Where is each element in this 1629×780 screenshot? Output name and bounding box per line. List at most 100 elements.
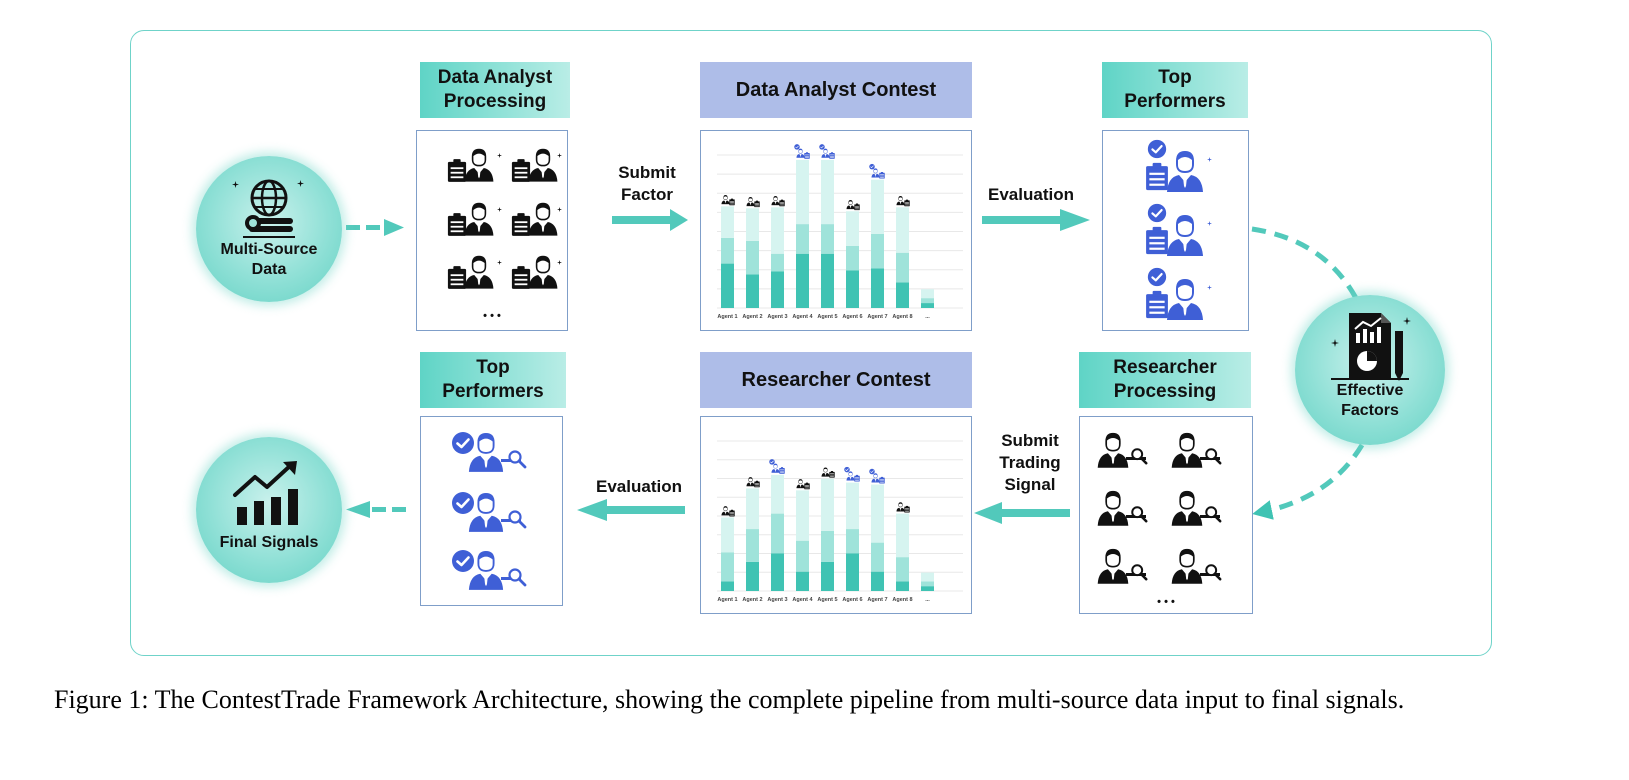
top-agent-marker-icon — [869, 163, 885, 179]
dashed-arrow-to-analyst-processing — [346, 219, 404, 236]
top-performers-panel-2 — [420, 416, 563, 606]
chart-bar-segment — [821, 224, 834, 254]
top-performers-header-2: Top Performers — [420, 352, 566, 408]
final-signals-label: Final Signals — [219, 534, 319, 551]
ellipsis-researchers: • • • — [1157, 596, 1175, 608]
chart-tick-label: Agent 8 — [892, 597, 912, 603]
checked-clipboard-person-icon — [1146, 203, 1212, 256]
chart-bar-segment — [896, 282, 909, 308]
submit-factor-arrow — [612, 209, 688, 231]
analyst-agents-grid: • • • — [447, 148, 562, 322]
researcher-processing-header: Researcher Processing — [1079, 352, 1251, 408]
chart-tick-label: Agent 4 — [792, 597, 813, 603]
person-magnifier-icon — [1097, 490, 1148, 526]
person-magnifier-icon — [1171, 432, 1222, 468]
top-analysts-list — [1146, 139, 1212, 320]
multi-source-data-label: Multi-Source Data — [220, 241, 318, 278]
diagram-frame — [130, 30, 1492, 656]
chart-bar-segment — [796, 159, 809, 225]
chart-bar-segment — [896, 207, 909, 253]
agent-marker-icon — [896, 502, 910, 513]
top-performers-panel-1 — [1102, 130, 1249, 331]
data-analyst-processing-panel: • • • — [416, 130, 568, 331]
agent-marker-icon — [846, 199, 860, 211]
chart-bar-segment — [771, 513, 784, 554]
data-analyst-processing-header: Data Analyst Processing — [420, 62, 570, 118]
chart-bar-segment — [821, 531, 834, 562]
chart-tick-label: Agent 7 — [867, 314, 887, 320]
top-agent-marker-icon — [844, 466, 860, 482]
chart-tick-label: Agent 7 — [867, 597, 887, 603]
chart-tick-label: Agent 6 — [842, 314, 862, 320]
multi-source-data-node: Multi-Source Data — [196, 156, 342, 302]
chart-bar-segment — [871, 542, 884, 572]
chart-bar-segment — [871, 179, 884, 234]
chart-bar-segment — [846, 211, 859, 246]
chart-tick-label: Agent 4 — [792, 314, 813, 320]
effective-factors-node: Effective Factors — [1295, 295, 1445, 445]
submit-trading-signal-arrow — [974, 502, 1070, 524]
evaluation-label-2: Evaluation — [596, 477, 682, 496]
person-magnifier-icon — [1171, 490, 1222, 526]
clipboard-person-icon — [511, 148, 562, 182]
chart-tick-label: Agent 1 — [717, 314, 737, 320]
chart-bar-segment — [771, 474, 784, 514]
chart-bar-segment — [846, 529, 859, 554]
clipboard-person-icon — [447, 202, 502, 236]
chart-bar-segment — [796, 571, 809, 591]
chart-bar-segment — [921, 586, 934, 591]
chart-bar-segment — [796, 490, 809, 541]
checked-person-magnifier-icon — [451, 431, 527, 472]
chart-bar-segment — [746, 529, 759, 562]
chart-bar-segment — [846, 270, 859, 308]
researcher-processing-panel: • • • — [1079, 416, 1253, 614]
chart-bar-segment — [896, 581, 909, 591]
rising-chart-icon — [233, 461, 298, 525]
top-agent-marker-icon — [794, 143, 810, 159]
chart-tick-label: Agent 3 — [767, 314, 787, 320]
agent-marker-icon — [821, 467, 835, 478]
chart-bar-segment — [896, 513, 909, 558]
chart-bar-segment — [921, 581, 934, 587]
agent-marker-icon — [721, 195, 735, 206]
submit-factor-label: Submit Factor — [618, 163, 676, 204]
chart-bar-segment — [721, 237, 734, 264]
chart-bar-segment — [846, 245, 859, 271]
chart-bar-segment — [746, 208, 759, 241]
person-magnifier-icon — [1097, 548, 1148, 584]
chart-tick-label: Agent 1 — [717, 597, 737, 603]
dashed-curve-to-effective-factors — [1251, 226, 1360, 302]
chart-bar-segment — [746, 274, 759, 308]
chart-bar-segment — [796, 253, 809, 308]
agent-marker-icon — [896, 196, 910, 207]
chart-tick-label: ... — [925, 314, 930, 320]
chart-bar-segment — [846, 553, 859, 591]
person-magnifier-icon — [1171, 548, 1222, 584]
chart-bar-segment — [896, 252, 909, 283]
chart-bar-segment — [871, 233, 884, 269]
chart-tick-label: Agent 5 — [817, 314, 837, 320]
chart-bar-segment — [721, 263, 734, 308]
researcher-agents-grid: • • • — [1097, 432, 1222, 608]
agent-marker-icon — [746, 197, 760, 208]
agent-marker-icon — [721, 506, 735, 517]
checked-person-magnifier-icon — [451, 491, 527, 532]
evaluation-arrow-2 — [577, 499, 685, 521]
chart-bar-segment — [921, 303, 934, 308]
top-agent-marker-icon — [819, 143, 835, 159]
chart-bar-segment — [721, 552, 734, 582]
chart-bar-segment — [821, 478, 834, 531]
chart-bar-segment — [921, 298, 934, 304]
chart-bar-segment — [796, 540, 809, 572]
clipboard-person-icon — [447, 255, 502, 289]
globe-database-icon — [232, 179, 304, 238]
chart-bar-segment — [846, 482, 859, 530]
chart-bar-segment — [746, 488, 759, 530]
clipboard-person-icon — [511, 255, 562, 289]
agent-marker-icon — [796, 479, 810, 490]
chart-bar-segment — [796, 224, 809, 254]
top-performers-header-1: Top Performers — [1102, 62, 1248, 118]
